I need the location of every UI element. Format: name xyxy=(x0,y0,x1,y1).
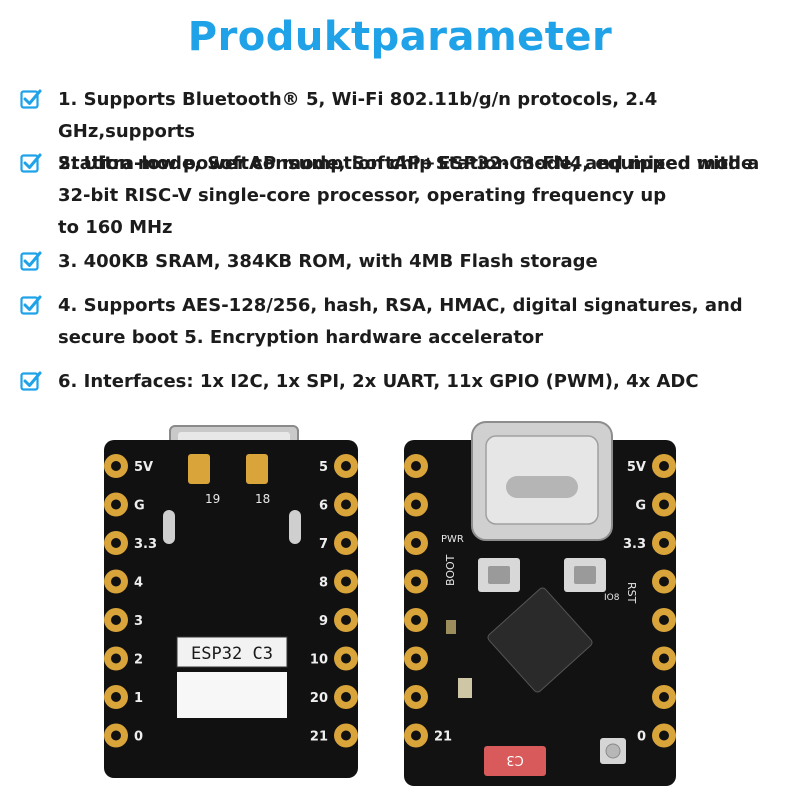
pin-label: 2 xyxy=(134,653,143,668)
feature-line: 6. Interfaces: 1x I2C, 1x SPI, 2x UART, … xyxy=(58,371,699,392)
pin-label: G xyxy=(134,499,145,514)
pin-label: 5V xyxy=(627,460,646,475)
pin-hole xyxy=(111,499,121,510)
pad-label: 19 xyxy=(205,492,220,506)
io8-mark: IO8 xyxy=(604,593,620,603)
feature-line: 3. 400KB SRAM, 384KB ROM, with 4MB Flash… xyxy=(58,251,598,272)
pin-label: 21 xyxy=(310,730,328,745)
checkbox-check-icon xyxy=(20,153,42,173)
pin-hole xyxy=(341,499,351,510)
pin-hole xyxy=(341,692,351,702)
pad-label: 18 xyxy=(255,492,270,506)
pin-hole xyxy=(411,499,421,510)
checkbox-check-icon xyxy=(20,295,42,315)
checkbox-check-icon xyxy=(20,89,42,109)
pin-label: 10 xyxy=(310,653,328,668)
pin-label: 7 xyxy=(319,537,328,552)
pin-label: 0 xyxy=(637,730,646,745)
page-title: Produktparameter xyxy=(187,14,613,60)
pin-hole xyxy=(659,653,669,664)
pin-hole xyxy=(111,576,121,587)
pin-hole xyxy=(411,692,421,702)
checkbox-check-icon xyxy=(20,371,42,391)
pin-hole xyxy=(341,730,351,741)
pin-hole xyxy=(659,499,669,510)
pin-label: 4 xyxy=(134,576,143,591)
pin-hole xyxy=(111,653,121,664)
pin-label: 21 xyxy=(434,730,452,745)
rst-button-label: RST xyxy=(625,582,638,604)
pin-label: 8 xyxy=(319,576,328,591)
pin-label: 6 xyxy=(319,499,328,514)
board-front-side: 21 5V G 3.3 0 PWR BOOT RST IO8 xyxy=(404,421,676,786)
pwr-mark: PWR xyxy=(441,534,464,545)
pin-hole xyxy=(659,461,669,471)
checkbox-check-icon xyxy=(20,251,42,271)
pin-label: 5 xyxy=(319,460,328,475)
pin-hole xyxy=(659,730,669,741)
feature-line: Station mode, SoftAP mode, SoftAP+Statio… xyxy=(58,153,754,174)
pin-hole xyxy=(111,615,121,625)
feature-line: 32-bit RISC-V single-core processor, ope… xyxy=(58,185,667,206)
antenna-label: C3 xyxy=(506,752,523,767)
pin-hole xyxy=(659,692,669,702)
pin-hole xyxy=(341,461,351,471)
pin-hole xyxy=(111,692,121,702)
pin-label: 5V xyxy=(134,460,153,475)
pin-hole xyxy=(411,653,421,664)
boot-button-label: BOOT xyxy=(444,554,457,586)
feature-list: 1. Supports Bluetooth® 5, Wi-Fi 802.11b/… xyxy=(20,89,760,392)
pin-hole xyxy=(659,615,669,625)
pin-hole xyxy=(111,461,121,471)
pin-hole xyxy=(111,538,121,548)
pin-label: 1 xyxy=(134,691,143,706)
pin-hole xyxy=(341,576,351,587)
pin-hole xyxy=(411,615,421,625)
pin-hole xyxy=(411,730,421,741)
pin-label: 9 xyxy=(319,614,328,629)
feature-line: secure boot 5. Encryption hardware accel… xyxy=(58,327,544,348)
pin-hole xyxy=(411,461,421,471)
pin-hole xyxy=(341,615,351,625)
pin-hole xyxy=(341,653,351,664)
pin-hole xyxy=(411,538,421,548)
feature-line: 1. Supports Bluetooth® 5, Wi-Fi 802.11b/… xyxy=(58,89,658,142)
pin-label: 3.3 xyxy=(134,537,157,552)
pin-label: 0 xyxy=(134,730,143,745)
board-label: ESP32 C3 xyxy=(191,644,273,664)
pin-hole xyxy=(411,576,421,587)
pin-hole xyxy=(659,538,669,548)
pin-hole xyxy=(659,576,669,587)
pin-hole xyxy=(111,730,121,741)
pin-hole xyxy=(341,538,351,548)
pin-label: 3 xyxy=(134,614,143,629)
pin-label: G xyxy=(635,499,646,514)
pin-label: 3.3 xyxy=(623,537,646,552)
feature-line: 4. Supports AES-128/256, hash, RSA, HMAC… xyxy=(58,295,743,316)
feature-line: 2. Ultra-low power consumption chip ESP3… xyxy=(58,153,760,174)
pin-label: 20 xyxy=(310,691,328,706)
feature-line: to 160 MHz xyxy=(58,217,173,238)
